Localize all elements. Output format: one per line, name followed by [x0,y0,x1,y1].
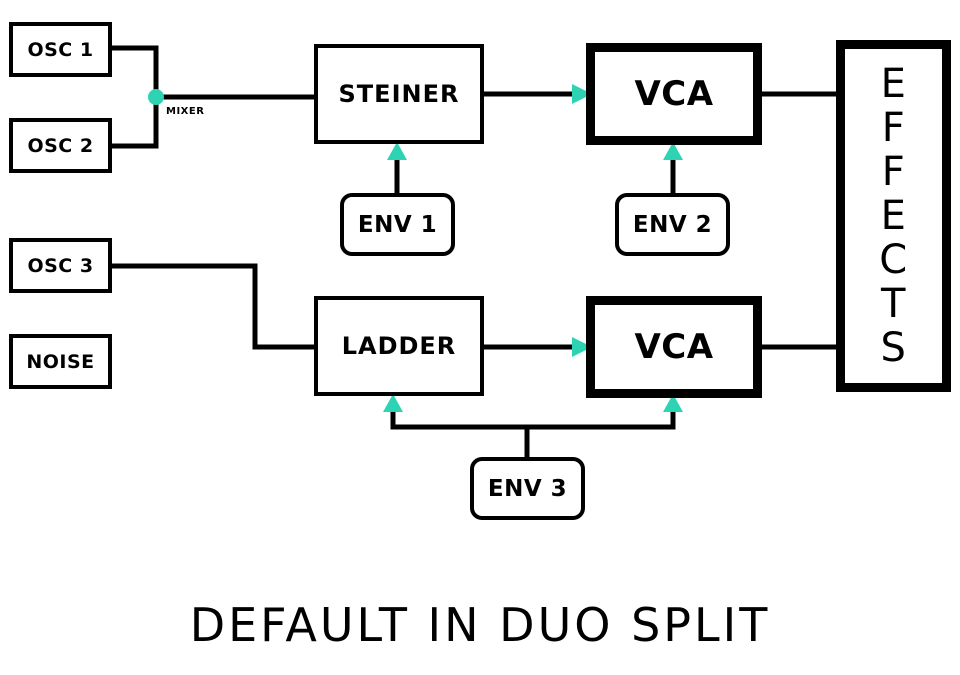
arrow-to-vca1 [572,84,592,104]
arrow-env3-ladder [383,394,403,412]
vca-lower-label: VCA [634,327,714,367]
effects-letter: C [879,237,908,283]
mixer-label: MIXER [166,106,205,117]
wire-osc2-mixer [110,97,159,149]
steiner-filter-block: STEINER [314,44,484,144]
noise-block: NOISE [9,334,112,389]
effects-letter: S [880,325,907,371]
effects-letter: F [881,149,906,195]
env1-block: ENV 1 [340,193,455,256]
wire-osc1-mixer [110,45,159,97]
diagram-caption: DEFAULT IN DUO SPLIT [189,598,771,652]
arrow-env1-steiner [387,142,407,160]
env2-label: ENV 2 [632,211,713,238]
mixer-node [148,89,164,105]
vca-upper-label: VCA [634,74,714,114]
effects-block: E F F E C T S [836,40,951,392]
ladder-filter-block: LADDER [314,296,484,396]
env2-block: ENV 2 [615,193,730,256]
osc1-block: OSC 1 [9,22,112,77]
arrow-env2-vca1 [663,142,683,160]
env3-block: ENV 3 [470,457,585,520]
env3-label: ENV 3 [487,475,568,502]
wire-osc3-ladder [110,263,316,350]
osc2-block: OSC 2 [9,118,112,173]
steiner-label: STEINER [338,80,460,108]
effects-letter: E [880,61,907,107]
noise-label: NOISE [26,350,95,373]
effects-letter: E [880,193,907,239]
vca-upper-block: VCA [586,43,762,145]
vca-lower-block: VCA [586,296,762,398]
effects-letter: T [881,281,906,327]
wire-env3-branch [390,410,676,430]
ladder-label: LADDER [341,332,457,360]
osc2-label: OSC 2 [27,134,94,157]
osc3-block: OSC 3 [9,238,112,293]
effects-letter: F [881,105,906,151]
arrow-to-vca2 [572,337,592,357]
arrow-env3-vca2 [663,394,683,412]
osc1-label: OSC 1 [27,38,94,61]
osc3-label: OSC 3 [27,254,94,277]
env1-label: ENV 1 [357,211,438,238]
